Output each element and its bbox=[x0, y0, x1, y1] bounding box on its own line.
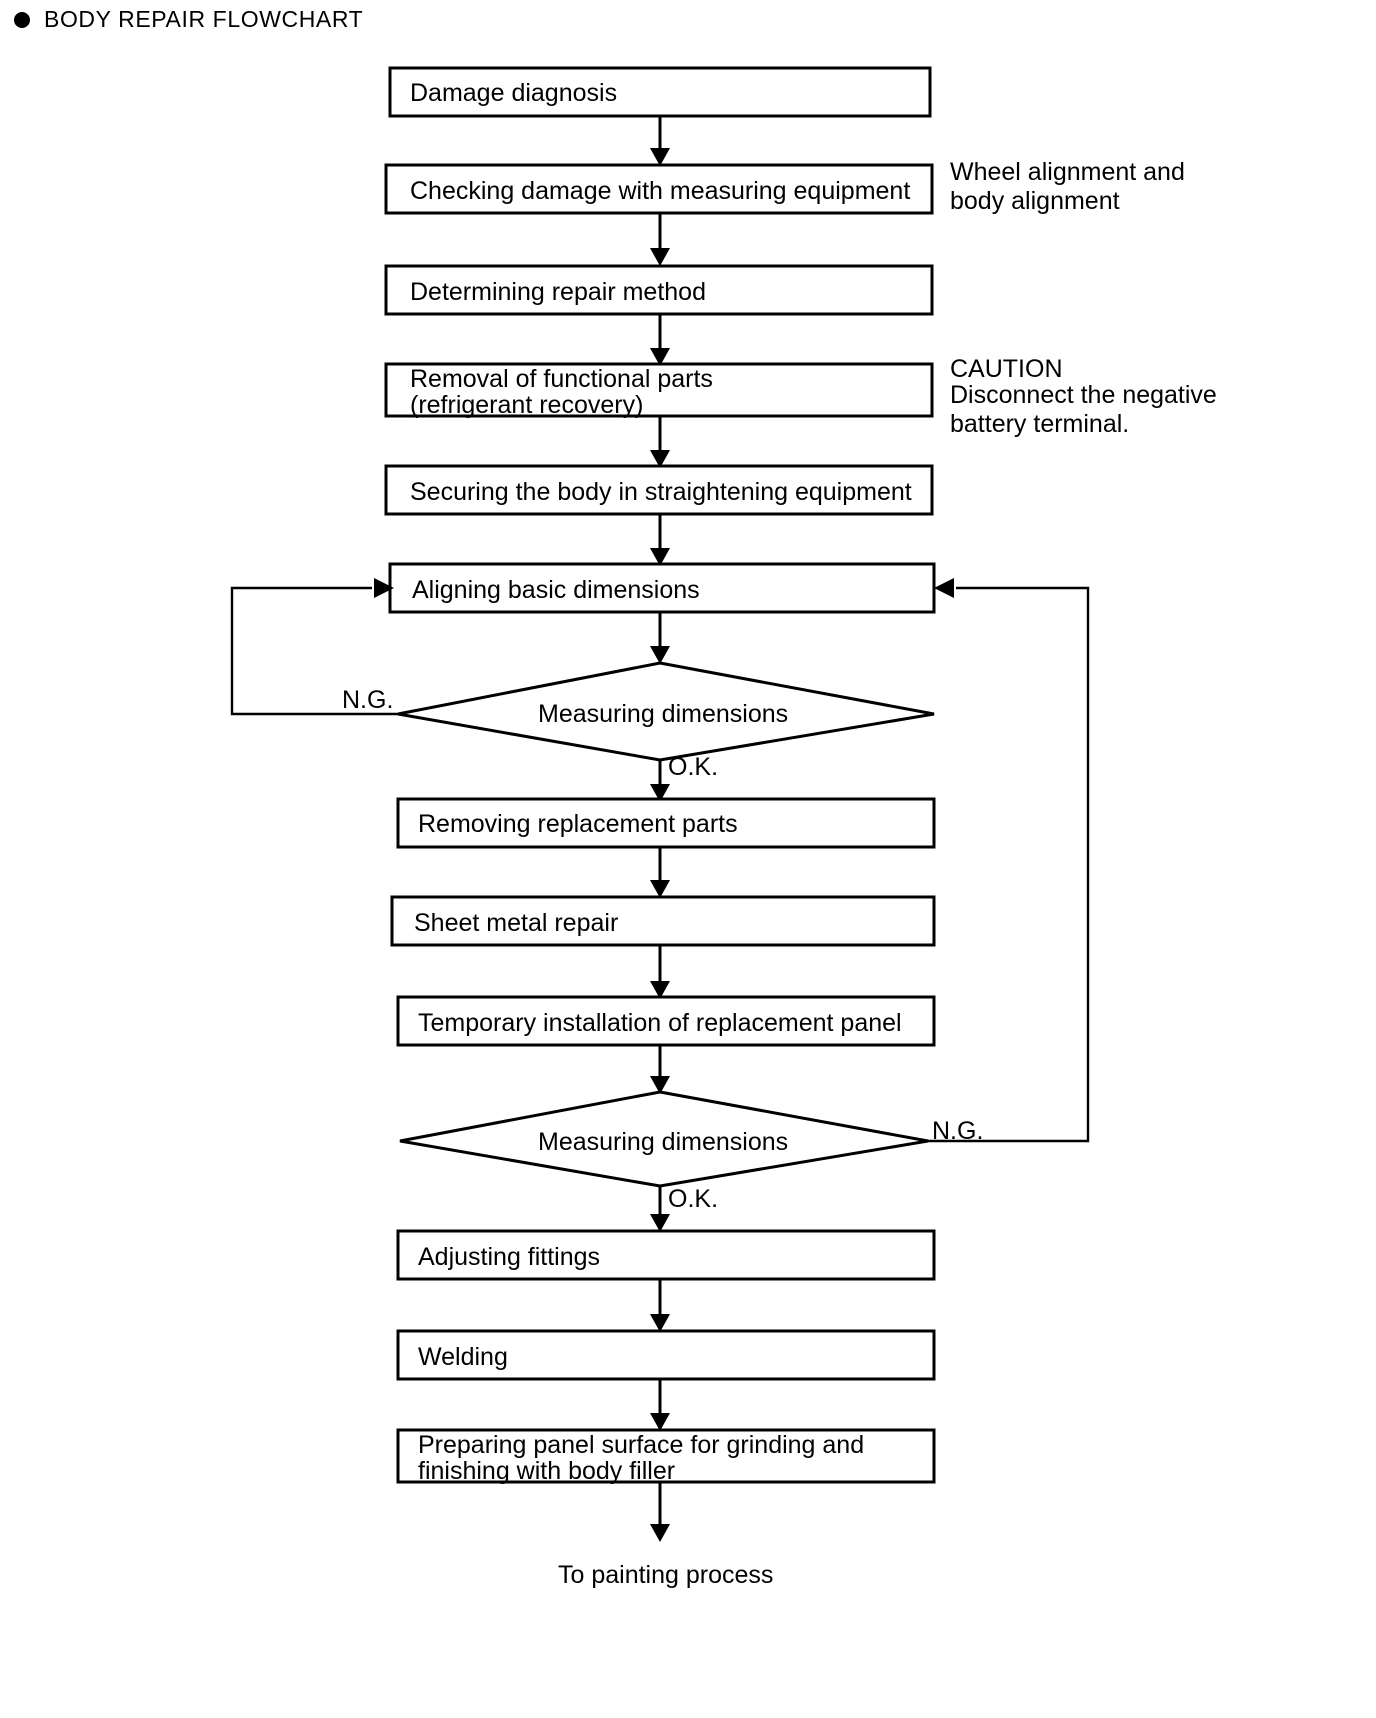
node-damage-diagnosis-label: Damage diagnosis bbox=[410, 79, 617, 107]
page-title: BODY REPAIR FLOWCHART bbox=[44, 6, 364, 32]
bullet-dot-icon bbox=[14, 11, 30, 28]
annotation-caution-title: CAUTION bbox=[950, 355, 1063, 383]
edge-d1-ng-loop bbox=[230, 586, 398, 716]
node-securing-body[interactable] bbox=[384, 464, 934, 516]
annotation-wheel-alignment-line1: Wheel alignment and bbox=[950, 158, 1185, 186]
node-checking-damage[interactable] bbox=[384, 163, 934, 215]
arrowhead-n6-d1 bbox=[650, 646, 670, 664]
arrowhead-n11-n12 bbox=[650, 1413, 670, 1431]
node-sheet-metal-repair-label: Sheet metal repair bbox=[414, 909, 618, 937]
node-checking-damage-label: Checking damage with measuring equipment bbox=[410, 177, 910, 205]
page-header: BODY REPAIR FLOWCHART bbox=[14, 6, 363, 33]
edge-label-d2-ok: O.K. bbox=[668, 1185, 718, 1213]
node-aligning-basic-dimensions-label: Aligning basic dimensions bbox=[412, 576, 700, 604]
node-removal-functional-parts[interactable] bbox=[384, 362, 934, 418]
annotation-caution-line2: Disconnect the negative bbox=[950, 381, 1217, 409]
annotation-caution-line3: battery terminal. bbox=[950, 410, 1129, 438]
arrowhead-n8-n9 bbox=[650, 981, 670, 999]
node-determining-repair-method[interactable] bbox=[384, 264, 934, 316]
edge-d2-ng-loop bbox=[928, 586, 1090, 1143]
node-adjusting-fittings-label: Adjusting fittings bbox=[418, 1243, 600, 1271]
arrowhead-n10-n11 bbox=[650, 1314, 670, 1332]
node-determining-repair-method-label: Determining repair method bbox=[410, 278, 706, 306]
arrowhead-n5-n6 bbox=[650, 548, 670, 566]
node-securing-body-label: Securing the body in straightening equip… bbox=[410, 478, 912, 506]
arrowhead-d1-ok bbox=[650, 784, 670, 802]
arrowhead-n3-n4 bbox=[650, 348, 670, 366]
arrowhead-n7-n8 bbox=[650, 880, 670, 898]
arrowhead-d2-ok bbox=[650, 1214, 670, 1232]
node-temporary-installation-label: Temporary installation of replacement pa… bbox=[418, 1009, 902, 1037]
node-damage-diagnosis[interactable] bbox=[388, 66, 932, 118]
arrowhead-n9-d2 bbox=[650, 1076, 670, 1094]
node-welding[interactable] bbox=[396, 1329, 936, 1381]
annotation-wheel-alignment-line2: body alignment bbox=[950, 187, 1120, 215]
node-removal-functional-parts-label-line1: Removal of functional parts bbox=[410, 365, 713, 393]
node-temporary-installation[interactable] bbox=[396, 995, 936, 1047]
node-removing-replacement-parts[interactable] bbox=[396, 797, 936, 849]
edge-label-d1-ok: O.K. bbox=[668, 753, 718, 781]
node-preparing-panel-surface-label-line2: finishing with body filler bbox=[418, 1457, 675, 1485]
node-to-painting-process-label: To painting process bbox=[558, 1561, 773, 1589]
arrowhead-n12-end bbox=[650, 1524, 670, 1542]
decision-measuring-dimensions-2-label: Measuring dimensions bbox=[538, 1128, 788, 1156]
decision-measuring-dimensions-1-label: Measuring dimensions bbox=[538, 700, 788, 728]
arrowhead-n1-n2 bbox=[650, 148, 670, 166]
arrowhead-n2-n3 bbox=[650, 248, 670, 266]
arrowhead-d2-ng-loop bbox=[934, 578, 954, 598]
node-adjusting-fittings[interactable] bbox=[396, 1229, 936, 1281]
arrowhead-d1-ng-loop bbox=[374, 578, 394, 598]
node-welding-label: Welding bbox=[418, 1343, 508, 1371]
node-preparing-panel-surface-label-line1: Preparing panel surface for grinding and bbox=[418, 1431, 864, 1459]
edge-label-d2-ng: N.G. bbox=[932, 1117, 983, 1145]
arrowhead-n4-n5 bbox=[650, 450, 670, 468]
node-sheet-metal-repair[interactable] bbox=[390, 895, 936, 947]
node-removing-replacement-parts-label: Removing replacement parts bbox=[418, 810, 738, 838]
node-removal-functional-parts-label-line2: (refrigerant recovery) bbox=[410, 391, 643, 419]
edge-label-d1-ng: N.G. bbox=[342, 686, 393, 714]
node-preparing-panel-surface[interactable] bbox=[396, 1428, 936, 1484]
